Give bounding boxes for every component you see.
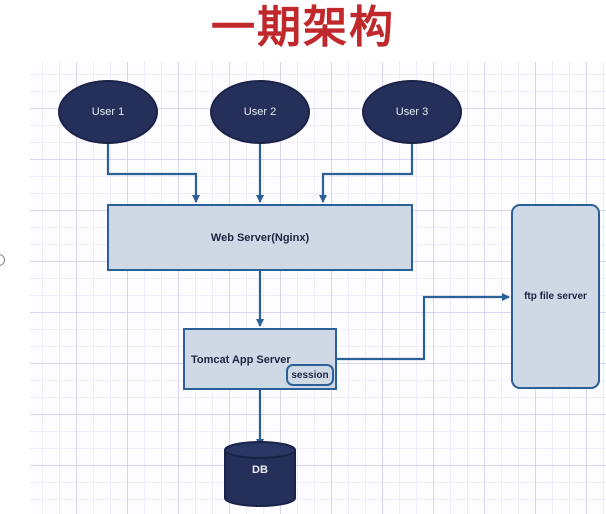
- user-node-2: User 2: [210, 80, 310, 144]
- tomcat-label: Tomcat App Server: [191, 354, 291, 366]
- database-node: DB: [223, 440, 297, 508]
- user-label: User 3: [395, 106, 429, 118]
- web-server-label: Web Server(Nginx): [210, 231, 310, 244]
- page-title: 一期架构: [211, 2, 395, 53]
- database-cylinder-icon: [224, 441, 296, 507]
- user-label: User 2: [243, 106, 277, 118]
- edge-tomcat-ftp: [337, 293, 510, 361]
- ftp-server-node: ftp file server: [511, 204, 600, 389]
- user-node-3: User 3: [362, 80, 462, 144]
- user-label: User 1: [91, 106, 125, 118]
- web-server-node: Web Server(Nginx): [107, 204, 413, 271]
- edge-user1-web: [106, 143, 200, 203]
- user-node-1: User 1: [58, 80, 158, 144]
- session-label: session: [291, 369, 329, 381]
- database-label: DB: [252, 464, 268, 476]
- tomcat-app-server-node: Tomcat App Server session: [183, 328, 337, 390]
- edge-user3-web: [319, 143, 414, 203]
- session-node: session: [286, 364, 334, 386]
- ftp-server-label: ftp file server: [524, 291, 587, 302]
